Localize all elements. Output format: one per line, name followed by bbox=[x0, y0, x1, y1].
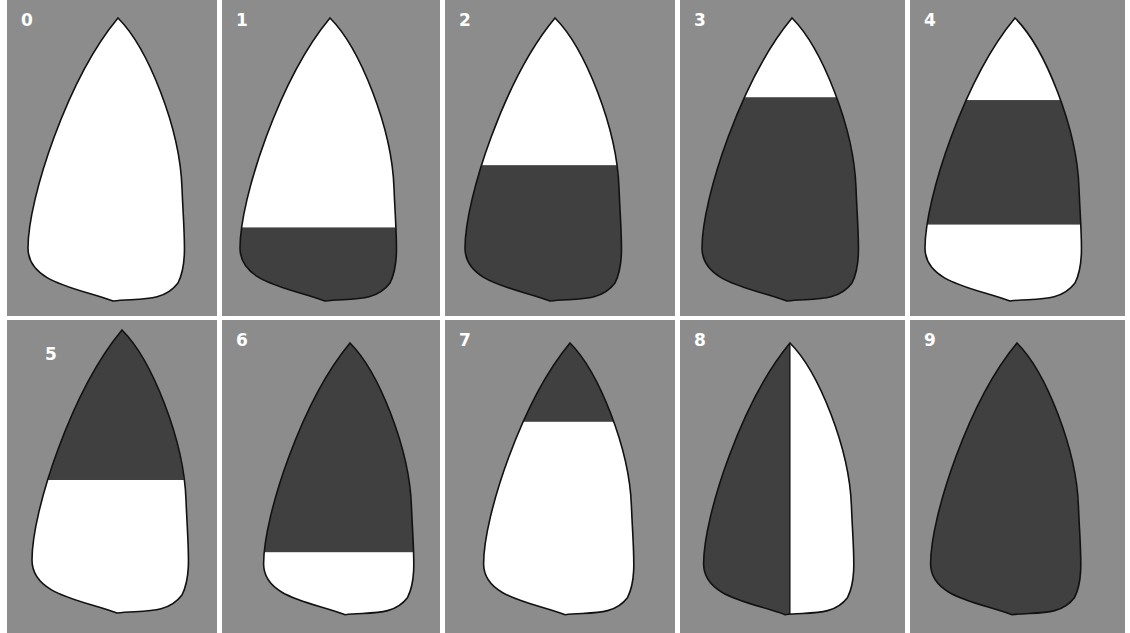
leaf-panel bbox=[910, 320, 1125, 633]
dark-region bbox=[692, 97, 892, 315]
callout-number: 3 bbox=[694, 12, 706, 29]
panel-ground bbox=[7, 0, 217, 316]
leaf-shape bbox=[690, 338, 854, 620]
dark-region bbox=[917, 338, 1117, 620]
dark-region bbox=[250, 329, 450, 552]
dark-region bbox=[455, 165, 655, 315]
leaf-shape bbox=[455, 18, 655, 315]
panel-ground bbox=[910, 0, 1125, 316]
dark-region bbox=[690, 338, 790, 620]
panel-ground bbox=[445, 0, 675, 316]
callout-number: 5 bbox=[45, 346, 57, 363]
leaf-shape bbox=[917, 338, 1117, 620]
leaf-panel bbox=[7, 0, 217, 316]
callout-number: 0 bbox=[21, 12, 33, 29]
leaf-shape bbox=[692, 18, 892, 315]
callout-number: 8 bbox=[694, 332, 706, 349]
panel-ground bbox=[222, 0, 440, 316]
panel-ground bbox=[680, 0, 905, 316]
leaf-panel bbox=[445, 0, 675, 316]
leaf-panel bbox=[222, 320, 450, 633]
callout-number: 1 bbox=[236, 12, 248, 29]
callout-number: 6 bbox=[236, 332, 248, 349]
leaf-panel bbox=[680, 0, 905, 316]
callout-number: 4 bbox=[924, 12, 936, 29]
leaf-panel bbox=[680, 320, 905, 633]
leaf-panel bbox=[222, 0, 440, 316]
panel-ground bbox=[910, 320, 1125, 633]
leaf-shape bbox=[230, 18, 430, 315]
callout-number: 2 bbox=[459, 12, 471, 29]
leaf-shape bbox=[22, 316, 222, 613]
leaf-shape bbox=[28, 18, 185, 301]
leaf-panel bbox=[445, 320, 675, 633]
panel-ground bbox=[445, 320, 675, 633]
leaf-shape bbox=[915, 18, 1115, 301]
dark-region bbox=[230, 227, 430, 315]
callout-number: 9 bbox=[924, 332, 936, 349]
callout-number: 7 bbox=[459, 332, 471, 349]
dark-region bbox=[915, 100, 1115, 225]
panel-ground bbox=[680, 320, 905, 633]
leaf-panel bbox=[7, 316, 222, 633]
leaf-shape bbox=[250, 329, 450, 614]
leaf-shape bbox=[470, 329, 670, 614]
leaf-panel bbox=[910, 0, 1125, 316]
dark-region bbox=[22, 316, 222, 480]
